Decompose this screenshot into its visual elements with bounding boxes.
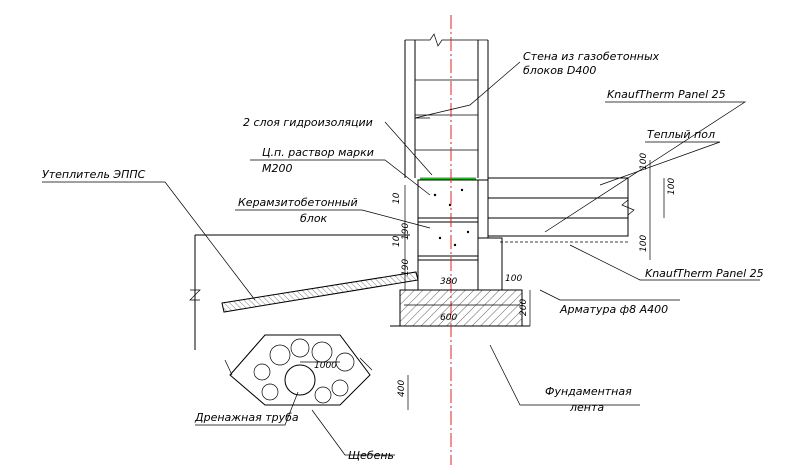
ground-line (189, 234, 410, 350)
dim-100-b: 100 (667, 178, 677, 195)
label-mortar-line2: М200 (262, 162, 293, 175)
aerated-concrete-wall (404, 33, 489, 178)
label-insulation: Утеплитель ЭППС (42, 168, 146, 181)
label-knauf-bottom: KnaufTherm Panel 25 (645, 267, 764, 280)
dim-190-a: 190 (401, 223, 411, 240)
dim-10-a: 10 (392, 192, 402, 204)
dim-600: 600 (440, 313, 457, 323)
label-wall-line1: Стена из газобетонных (523, 50, 660, 63)
dim-200: 200 (519, 299, 529, 316)
dim-100-a: 100 (639, 153, 649, 170)
label-wall-line2: блоков D400 (523, 64, 596, 77)
leader-lines (42, 61, 760, 456)
floor-layers (487, 177, 635, 243)
dim-100-c: 100 (639, 235, 649, 252)
drain-gravel (224, 334, 373, 406)
dim-190-b: 190 (401, 259, 411, 276)
label-mortar-line1: Ц.п. раствор марки (262, 146, 374, 159)
drain-pipe (284, 364, 316, 396)
dimension-lines (300, 160, 665, 410)
label-foundation-line1: Фундаментная (545, 385, 632, 398)
label-warm-floor: Теплый пол (647, 128, 715, 141)
dim-400: 400 (397, 380, 407, 397)
dim-1000: 1000 (314, 361, 337, 371)
label-drain-pipe: Дренажная труба (194, 411, 299, 424)
label-block-line1: Керамзитобетонный (238, 196, 358, 209)
label-waterproofing: 2 слоя гидроизоляции (243, 116, 373, 129)
label-block-line2: блок (300, 212, 328, 225)
masonry-blocks (417, 179, 503, 291)
label-rebar: Арматура ф8 А400 (559, 303, 668, 316)
epps-insulation (221, 271, 419, 313)
dim-10-b: 10 (392, 235, 402, 247)
dim-380: 380 (440, 277, 457, 287)
label-foundation-line2: лента (569, 401, 604, 414)
foundation-strip (399, 289, 523, 327)
label-knauf-top: KnaufTherm Panel 25 (607, 88, 726, 101)
label-gravel: Щебень (348, 449, 394, 462)
dim-100-d: 100 (505, 274, 522, 284)
